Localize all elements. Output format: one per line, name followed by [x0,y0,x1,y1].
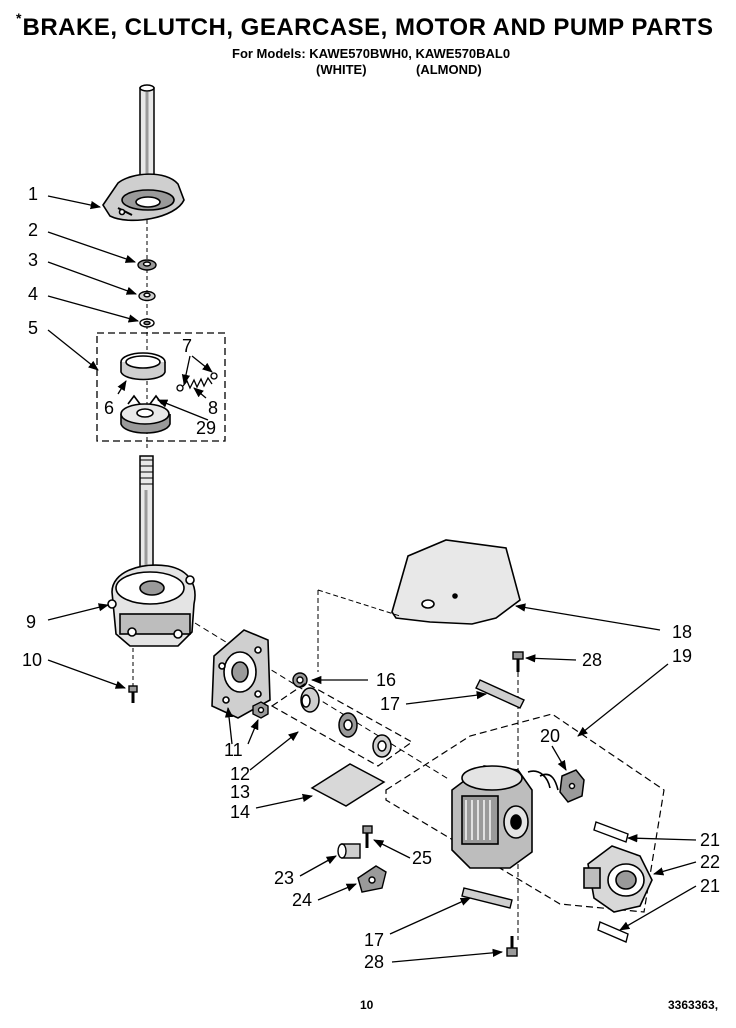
callout-14: 14 [230,802,251,822]
screw-part-28-lower [506,936,518,957]
callout-19: 19 [672,646,693,666]
callout-10: 10 [22,650,43,670]
callout-24: 24 [292,890,313,910]
revision-star: * [16,10,22,26]
callout-7: 7 [182,336,193,356]
callout-6: 6 [104,398,115,418]
callout-9: 9 [26,612,37,632]
callout-17-upper: 17 [380,694,401,714]
clip-part-21-upper [593,821,629,843]
clip-part-21-lower [597,921,629,943]
clutch-yoke-part-29 [120,394,171,434]
coupling-hub-part-12 [300,687,320,713]
callout-16: 16 [376,670,397,690]
document-number: 3363363, [668,998,719,1012]
bracket-part-24 [357,865,387,893]
callout-11: 11 [224,740,243,760]
motor [451,765,559,869]
page-title: BRAKE, CLUTCH, GEARCASE, MOTOR AND PUMP … [22,14,714,41]
spring-washer-part-3 [138,290,156,302]
callout-21-lower: 21 [700,876,721,896]
nut-part-16 [292,672,308,688]
callout-13: 13 [230,782,251,802]
shield-part-14 [310,763,386,807]
callout-2: 2 [28,220,39,240]
screw-part-25 [362,825,373,848]
callout-12: 12 [230,764,251,784]
callout-18: 18 [672,622,693,642]
bolt-part-10 [128,685,138,703]
retaining-ring-part-4 [139,318,155,328]
callout-1: 1 [28,184,39,204]
callout-29: 29 [196,418,217,438]
screw-part-28-upper [512,651,524,672]
clip-part-17-upper [475,679,525,709]
callout-23: 23 [274,868,295,888]
clutch-kit-box-part-5 [96,332,226,442]
brake-assembly-part-1 [102,173,185,222]
callout-28-lower: 28 [364,952,385,972]
callout-17-lower: 17 [364,930,385,950]
bushing-part-23 [337,843,361,859]
clip-part-17-lower [461,887,513,909]
callout-3: 3 [28,250,39,270]
clutch-band-part-6 [120,352,166,381]
lower-shaft [139,455,154,575]
coupling-kit-box-part-13 [270,682,414,767]
callout-21-upper: 21 [700,830,721,850]
switch-part-20 [559,769,585,803]
callout-25: 25 [412,848,433,868]
color-almond-label: (ALMOND) [416,62,482,77]
motor-shield-part-18 [391,539,521,625]
page-number: 10 [360,998,374,1012]
pump-part-22 [583,845,653,913]
coupling-disk [338,712,358,738]
gearcase-part-9 [107,564,196,647]
spring-part-8 [176,372,218,392]
color-white-label: (WHITE) [316,62,367,77]
washer-part-2 [137,259,157,271]
callout-28-upper: 28 [582,650,603,670]
callout-4: 4 [28,284,39,304]
adapter-plate [211,629,271,719]
callout-8: 8 [208,398,219,418]
callout-5: 5 [28,318,39,338]
nut-part-11 [252,701,269,719]
leader-lines [47,195,697,963]
callout-22: 22 [700,852,721,872]
coupling-drive [372,734,392,758]
motor-kit-box-part-19 [385,713,665,913]
callout-20: 20 [540,726,561,746]
models-line: For Models: KAWE570BWH0, KAWE570BAL0 [232,46,511,61]
